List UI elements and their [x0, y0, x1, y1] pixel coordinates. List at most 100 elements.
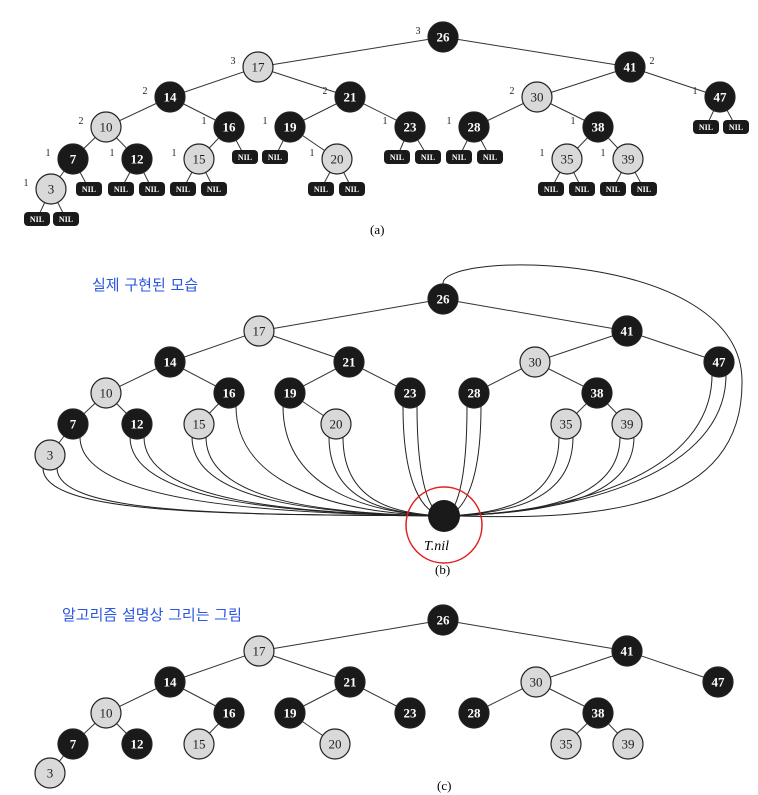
node-key-label: 26 — [437, 30, 451, 45]
nil-box — [53, 212, 79, 226]
nil-box — [76, 182, 102, 196]
node-key-label: 38 — [591, 386, 605, 401]
tree-edge — [442, 298, 628, 332]
panel-a-caption: (a) — [370, 222, 385, 237]
panel-b-annotation: 실제 구현된 모습 — [92, 276, 199, 294]
tree-edge — [442, 619, 628, 652]
sentinel-link — [443, 436, 621, 517]
node-key-label: 35 — [560, 417, 573, 432]
node-key-label: 23 — [404, 386, 418, 401]
black-height-label: 1 — [447, 116, 452, 127]
nil-leaf: NIL — [308, 182, 334, 196]
sentinel-link — [342, 436, 445, 517]
tree-node-26 — [427, 604, 459, 636]
tree-edge — [534, 330, 628, 363]
nil-leaf: NIL — [170, 182, 196, 196]
sentinel-link — [143, 436, 445, 517]
tree-node-20 — [321, 143, 353, 175]
node-key-label: 28 — [468, 386, 482, 401]
tree-edge — [258, 650, 351, 683]
node-key-label: 39 — [622, 152, 635, 167]
nil-box — [308, 182, 334, 196]
tree-node-14 — [154, 81, 186, 113]
tree-node-26 — [427, 283, 459, 315]
black-height-label: 1 — [172, 148, 177, 159]
tree-node-28 — [458, 377, 490, 409]
tree-node-10 — [90, 377, 122, 409]
nil-box — [415, 150, 441, 164]
nil-box — [24, 212, 50, 226]
tree-edge — [169, 330, 260, 363]
nil-label: NIL — [114, 185, 128, 194]
node-key-label: 3 — [47, 448, 54, 463]
tree-node-17 — [243, 315, 275, 347]
tree-node-16 — [213, 697, 245, 729]
sentinel-link — [443, 405, 482, 517]
nil-label: NIL — [729, 123, 743, 132]
sentinel-link — [328, 436, 445, 517]
black-height-label: 1 — [46, 148, 51, 159]
tree-node-41 — [611, 635, 643, 667]
nil-label: NIL — [345, 185, 359, 194]
node-key-label: 16 — [223, 706, 237, 721]
black-height-label: 1 — [693, 86, 698, 97]
tree-node-35 — [551, 143, 583, 175]
tree-node-14 — [154, 666, 186, 698]
nil-leaf: NIL — [723, 120, 749, 134]
tree-node-7 — [57, 728, 89, 760]
node-key-label: 14 — [164, 355, 178, 370]
node-key-label: 26 — [437, 292, 451, 307]
node-key-label: 7 — [70, 417, 77, 432]
nil-label: NIL — [82, 185, 96, 194]
tree-node-15 — [183, 143, 215, 175]
node-key-label: 47 — [712, 675, 726, 690]
nil-label: NIL — [268, 153, 282, 162]
nil-box — [693, 120, 719, 134]
nil-label: NIL — [314, 185, 328, 194]
black-height-label: 2 — [143, 86, 148, 97]
sentinel-link — [443, 436, 560, 517]
tree-node-23 — [394, 697, 426, 729]
tree-node-10 — [90, 111, 122, 143]
nil-leaf: NIL — [232, 150, 258, 164]
tree-edge — [629, 66, 721, 98]
node-key-label: 35 — [560, 737, 573, 752]
node-key-label: 15 — [193, 152, 206, 167]
node-key-label: 21 — [343, 355, 356, 370]
black-height-label: 1 — [202, 116, 207, 127]
node-key-label: 38 — [592, 120, 606, 135]
nil-box — [631, 182, 657, 196]
sentinel-label: T.nil — [424, 539, 450, 554]
tree-node-12 — [121, 728, 153, 760]
tree-node-23 — [394, 111, 426, 143]
tree-node-21 — [334, 81, 366, 113]
tree-node-19 — [274, 377, 306, 409]
tree-node-47 — [703, 346, 735, 378]
tree-node-7 — [57, 143, 89, 175]
nil-label: NIL — [483, 153, 497, 162]
node-key-label: 7 — [70, 152, 77, 167]
node-key-label: 12 — [131, 417, 144, 432]
node-key-label: 21 — [344, 90, 357, 105]
black-height-label: 1 — [540, 148, 545, 159]
nil-box — [446, 150, 472, 164]
node-key-label: 30 — [529, 355, 542, 370]
tree-edge — [258, 298, 444, 332]
tree-node-3 — [35, 173, 67, 205]
nil-box — [170, 182, 196, 196]
node-key-label: 15 — [193, 737, 206, 752]
sentinel-link — [402, 405, 445, 517]
node-key-label: 23 — [404, 120, 418, 135]
black-height-label: 1 — [601, 148, 606, 159]
tree-node-30 — [521, 81, 553, 113]
node-key-label: 10 — [100, 706, 113, 721]
node-key-label: 21 — [344, 675, 357, 690]
node-key-label: 41 — [621, 324, 634, 339]
sentinel-link — [191, 436, 445, 517]
tree-node-35 — [550, 728, 582, 760]
node-key-label: 47 — [713, 355, 727, 370]
